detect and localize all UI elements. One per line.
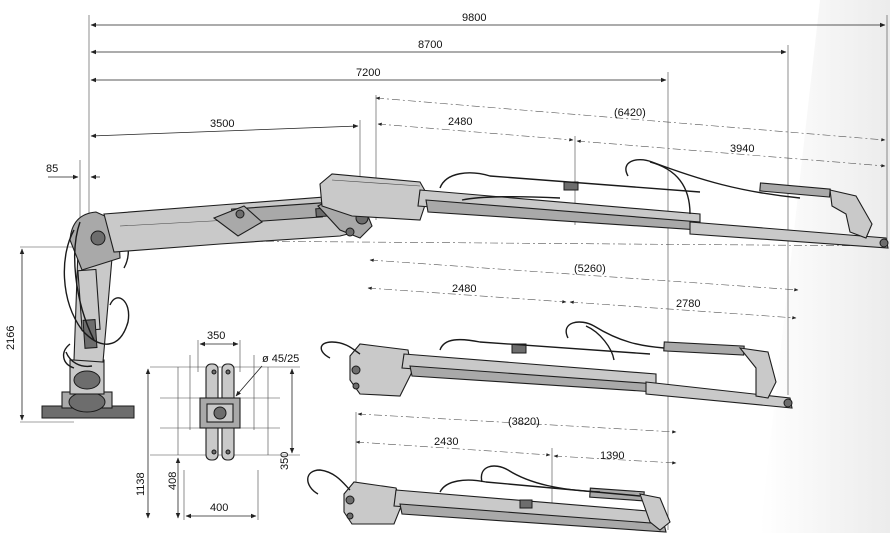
label-5260: (5260) [574,263,606,275]
label-85: 85 [46,163,58,175]
label-2780: 2780 [676,298,700,310]
dimension-column-height: 2166 [5,248,25,421]
label-base-350-right: 350 [279,452,291,470]
extension-boom-short [307,465,671,533]
label-3500: 3500 [210,118,234,130]
base-plate-hole [213,406,227,420]
label-base-408: 408 [167,472,179,490]
label-2480-top: 2480 [448,116,472,128]
extension-boom-medium [320,321,793,409]
label-7200: 7200 [356,67,380,79]
base-plate-detail: 350 ø 45/25 350 1138 408 400 [135,330,300,520]
label-base-350-top: 350 [207,330,225,342]
extension-lines [20,15,888,530]
label-3820: (3820) [508,416,540,428]
dimension-reach-8700: 8700 [90,39,787,55]
label-2480-mid: 2480 [452,283,476,295]
label-6420: (6420) [614,107,646,119]
dimension-total-reach: 9800 [90,12,886,28]
dimension-extension-2: (5260) 2480 2780 [367,258,799,320]
label-1390: 1390 [600,450,624,462]
label-8700: 8700 [418,39,442,51]
dimension-column-offset: 85 [46,163,100,180]
dimension-main-boom: 3500 [90,118,359,139]
label-hole-diameter: ø 45/25 [262,353,299,365]
label-base-400: 400 [210,502,228,514]
label-9800: 9800 [462,12,486,24]
background-shade [760,0,890,533]
label-2166: 2166 [5,326,17,350]
label-3940: 3940 [730,143,754,155]
dimension-reach-7200: 7200 [90,67,667,83]
extension-boom-full [319,158,889,249]
dimension-extension-1: (6420) 2480 3940 [375,96,886,168]
label-2430: 2430 [434,436,458,448]
dimension-extension-3: (3820) 2430 1390 [355,412,677,520]
label-base-1138: 1138 [135,472,147,496]
crane-column [41,211,135,419]
